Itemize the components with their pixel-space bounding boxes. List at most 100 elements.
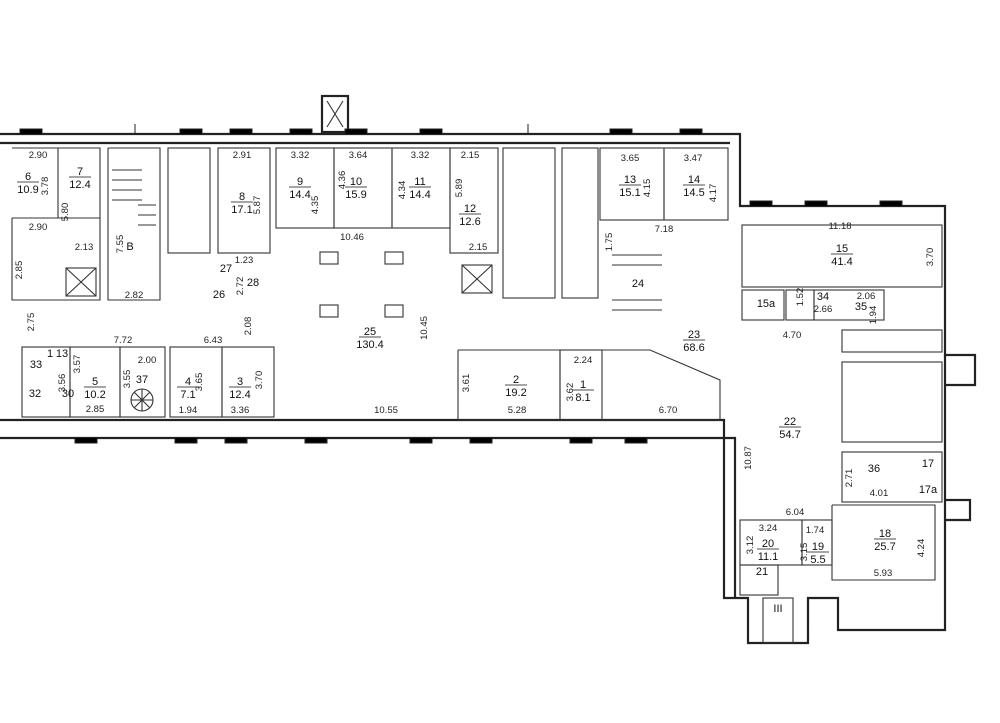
room-9: 914.4 bbox=[289, 176, 311, 201]
plan-label: В bbox=[126, 241, 133, 253]
room-number: 8 bbox=[239, 191, 245, 203]
dimension: 3.78 bbox=[40, 177, 51, 196]
dimension: 1.94 bbox=[179, 405, 198, 416]
room-5: 510.2 bbox=[84, 376, 106, 401]
room-number: 4 bbox=[185, 376, 191, 388]
dimension: 3.24 bbox=[759, 523, 778, 534]
room-area: 19.2 bbox=[505, 387, 526, 399]
room-area: 7.1 bbox=[180, 389, 195, 401]
dimension: 2.72 bbox=[235, 277, 246, 296]
dimension: 2.85 bbox=[14, 261, 25, 280]
dimension: 3.70 bbox=[925, 248, 936, 267]
room-number: 22 bbox=[784, 416, 796, 428]
dimension: 3.15 bbox=[799, 543, 810, 562]
room-area: 11.1 bbox=[758, 551, 779, 563]
room-area: 14.4 bbox=[289, 189, 310, 201]
room-4: 47.1 bbox=[177, 376, 199, 401]
dimension: 1.23 bbox=[235, 255, 254, 266]
dimension: 4.17 bbox=[708, 184, 719, 203]
dimension: 2.15 bbox=[469, 242, 488, 253]
room-number: 23 bbox=[688, 329, 700, 341]
dimension: 2.85 bbox=[86, 404, 105, 415]
dimension: 4.35 bbox=[310, 196, 321, 215]
dimension: 2.00 bbox=[138, 355, 157, 366]
partitions bbox=[11, 147, 943, 644]
dimension: 3.32 bbox=[291, 150, 310, 161]
dimension: 3.65 bbox=[621, 153, 640, 164]
dimension: 3.12 bbox=[745, 536, 756, 555]
dimension: 2.90 bbox=[29, 150, 48, 161]
room-8: 817.1 bbox=[231, 191, 253, 216]
dimension: 2.82 bbox=[125, 290, 144, 301]
dimension: 2.66 bbox=[814, 304, 833, 315]
dimension: 3.57 bbox=[72, 355, 83, 374]
dimension: 7.72 bbox=[114, 335, 133, 346]
dimension: 6.04 bbox=[786, 507, 805, 518]
dimension: 2.75 bbox=[26, 313, 37, 332]
plan-label: 17 bbox=[922, 458, 934, 470]
dimension: 6.43 bbox=[204, 335, 223, 346]
room-number: 20 bbox=[762, 538, 774, 550]
plan-label: 1 bbox=[47, 348, 53, 360]
plan-label: 24 bbox=[632, 278, 644, 290]
room-number: 18 bbox=[879, 528, 891, 540]
room-area: 68.6 bbox=[683, 342, 704, 354]
dimension: 10.55 bbox=[374, 405, 398, 416]
plan-label: 26 bbox=[213, 289, 225, 301]
room-area: 14.5 bbox=[683, 187, 704, 199]
dimension: 3.70 bbox=[254, 371, 265, 390]
dimension: 2.06 bbox=[857, 291, 876, 302]
room-number: 3 bbox=[237, 376, 243, 388]
plan-label: 27 bbox=[220, 263, 232, 275]
room-1: 18.1 bbox=[572, 379, 594, 404]
dimension: 1.75 bbox=[604, 233, 615, 252]
dimension: 2.13 bbox=[75, 242, 94, 253]
plan-label: 33 bbox=[30, 359, 42, 371]
dimension: 2.15 bbox=[461, 150, 480, 161]
dimension: 7.18 bbox=[655, 224, 674, 235]
room-area: 15.1 bbox=[619, 187, 640, 199]
room-number: 9 bbox=[297, 176, 303, 188]
dimension: 5.28 bbox=[508, 405, 527, 416]
plan-label: 13 bbox=[56, 348, 68, 360]
plan-label: III bbox=[773, 603, 782, 615]
dimension: 10.45 bbox=[419, 316, 430, 340]
room-area: 8.1 bbox=[575, 392, 590, 404]
plan-label: 21 bbox=[756, 566, 768, 578]
outer-walls bbox=[0, 94, 977, 645]
dimension: 2.08 bbox=[243, 317, 254, 336]
room-area: 54.7 bbox=[779, 429, 800, 441]
room-3: 312.4 bbox=[229, 376, 251, 401]
dimension: 4.24 bbox=[916, 539, 927, 558]
plan-label: 28 bbox=[247, 277, 259, 289]
dimension: 5.80 bbox=[60, 203, 71, 222]
plan-label: 36 bbox=[868, 463, 880, 475]
dimension: 2.91 bbox=[233, 150, 252, 161]
dimension: 7.55 bbox=[115, 235, 126, 254]
plan-label: 17а bbox=[919, 484, 938, 496]
room-area: 17.1 bbox=[231, 204, 252, 216]
room-area: 12.6 bbox=[459, 216, 480, 228]
dimension: 2.90 bbox=[29, 222, 48, 233]
windows bbox=[19, 124, 903, 444]
dimension: 3.36 bbox=[231, 405, 250, 416]
dimension: 3.62 bbox=[565, 383, 576, 402]
room-2: 219.2 bbox=[505, 374, 527, 399]
plan-label: 15а bbox=[757, 298, 776, 310]
dimension: 3.61 bbox=[461, 374, 472, 393]
room-number: 7 bbox=[77, 166, 83, 178]
dimension: 3.55 bbox=[122, 370, 133, 389]
room-area: 130.4 bbox=[356, 339, 384, 351]
room-area: 12.4 bbox=[229, 389, 250, 401]
dimension: 3.64 bbox=[349, 150, 368, 161]
dimension: 3.56 bbox=[57, 374, 68, 393]
dimension: 11.18 bbox=[828, 221, 851, 232]
dimension: 2.24 bbox=[574, 355, 593, 366]
